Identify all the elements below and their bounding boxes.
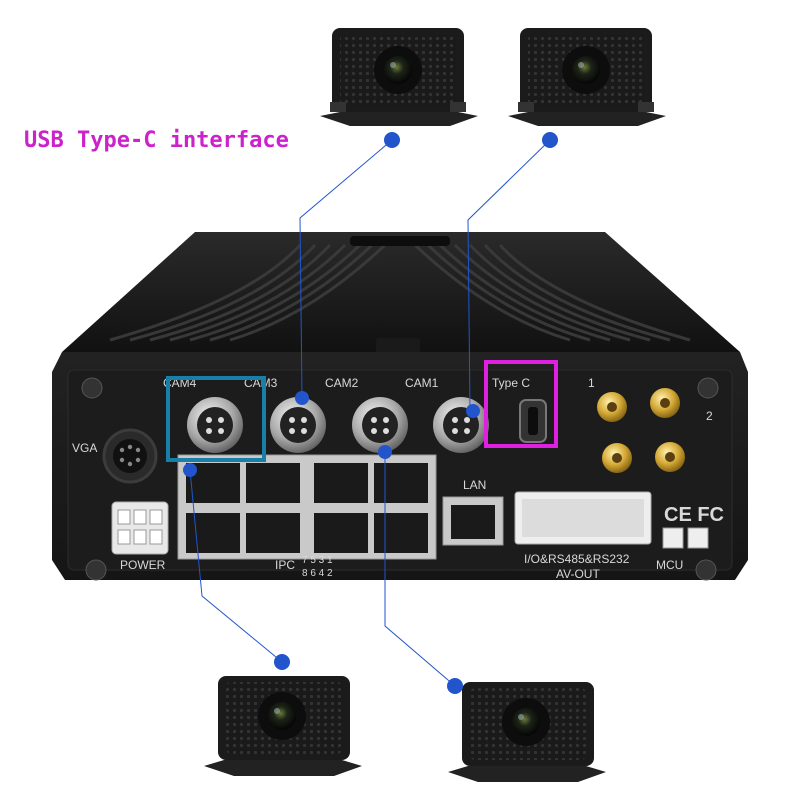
- cam1-label: CAM1: [405, 376, 439, 390]
- leader-lines: [189, 139, 551, 687]
- av-out-label: AV-OUT: [556, 567, 600, 581]
- camera-top-right: [508, 28, 666, 126]
- usb-type-c-heading: USB Type-C interface: [24, 128, 289, 153]
- cam4-highlight-box: [166, 376, 266, 462]
- ipc-numbers-bottom: 8 6 4 2: [302, 568, 333, 579]
- cam3-connector: [270, 397, 326, 453]
- connection-dots: [183, 132, 558, 694]
- io-label: I/O&RS485&RS232: [524, 552, 630, 566]
- camera-bottom-left: [204, 676, 362, 776]
- camera-bottom-right: [448, 682, 606, 782]
- ipc-numbers-top: 7 5 3 1: [302, 555, 333, 566]
- cam2-connector: [352, 397, 408, 453]
- mdvr-unit: [52, 232, 748, 581]
- wifi2-label: 2: [706, 409, 713, 423]
- power-label: POWER: [120, 558, 166, 572]
- wifi1-label: 1: [588, 376, 595, 390]
- lan-label: LAN: [463, 478, 486, 492]
- type-c-highlight-box: [484, 360, 558, 448]
- mcu-label: MCU: [656, 558, 683, 572]
- cam2-label: CAM2: [325, 376, 359, 390]
- certification-mark: CE FC: [664, 504, 724, 526]
- cam4-connector: [187, 397, 243, 453]
- ipc-label: IPC: [275, 558, 295, 572]
- camera-top-left: [320, 28, 478, 126]
- cam1-connector: [433, 397, 489, 453]
- sma-connectors: [597, 388, 685, 473]
- vga-label: VGA: [72, 441, 97, 455]
- type-c-label: Type C: [492, 376, 530, 390]
